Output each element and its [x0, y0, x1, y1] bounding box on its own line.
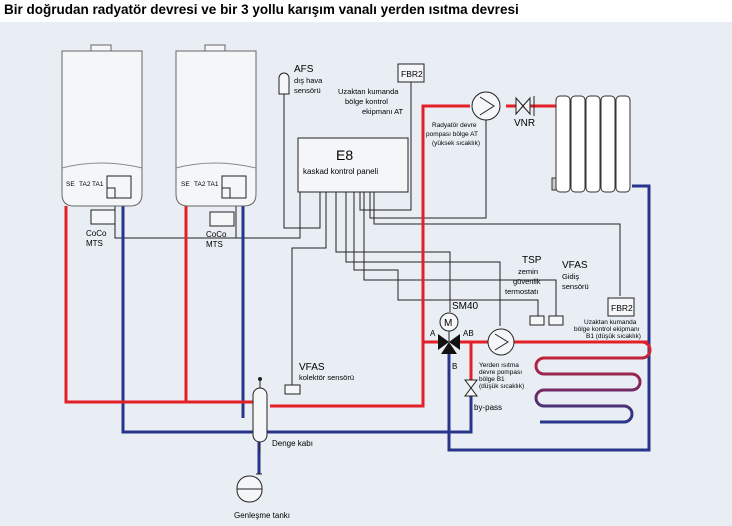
boiler1-terminal-se: SE: [66, 181, 75, 188]
radiator-pump-line3: (yüksek sıcaklık): [432, 140, 480, 147]
tsp-line2: güvenlik: [513, 277, 541, 286]
vfas-supply-wire: [363, 192, 557, 316]
valve-port-ab: AB: [463, 329, 474, 338]
floor-pump-line1: Yerden ısıtma: [479, 362, 519, 369]
fbr-bottom: FBR2 Uzaktan kumanda bölge kontrol ekipm…: [574, 297, 641, 340]
floor-pump: Yerden ısıtma devre pompası bölge B1 (dü…: [479, 328, 524, 390]
floor-heating-coil: [530, 340, 652, 424]
expansion-tank: Genleşme tankı: [234, 473, 290, 520]
vnr-label: VNR: [514, 118, 535, 129]
fbr-bottom-label: FBR2: [611, 303, 633, 313]
main-return-pipe: [447, 184, 651, 452]
radiator-pump-line2: pompası bölge AT: [426, 131, 478, 138]
boiler2-terminal-se: SE: [181, 181, 190, 188]
control-wiring: [114, 82, 621, 385]
floor-pump-line4: (düşük sıcaklık): [479, 383, 524, 390]
afs-sensor: AFS dış hava sensörü: [278, 64, 323, 95]
balance-tank-label: Denge kabı: [272, 439, 313, 448]
title-bar: Bir doğrudan radyatör devresi ve bir 3 y…: [0, 0, 732, 22]
sm40-label: SM40: [452, 301, 479, 312]
e8-controller: E8 kaskad kontrol paneli: [297, 137, 409, 193]
vnr-valve: VNR: [514, 96, 535, 129]
afs-wire: [283, 94, 321, 229]
vfas-collector-sensor: VFAS kolektör sensörü: [284, 362, 354, 395]
fbr-top-line1: Uzaktan kumanda: [338, 87, 399, 96]
mixing-valve: SM40 M A AB B: [430, 301, 479, 371]
sm40-wire: [335, 192, 451, 312]
tsp-line1: zemin: [518, 267, 538, 276]
fbr-top-label: FBR2: [401, 69, 423, 79]
boiler1-terminal-ta1: TA1: [92, 181, 104, 188]
boiler1-coco-label: CoCo: [86, 229, 107, 238]
afs-line1: dış hava: [294, 76, 323, 85]
fbr-top-wire: [359, 82, 412, 211]
cold-pipes: [121, 184, 651, 474]
balance-tank: Denge kabı: [252, 377, 313, 452]
boiler-2: SE TA2 TA1 CoCo MTS: [175, 44, 257, 249]
vfas-supply-line2: sensörü: [562, 282, 589, 291]
fbr-bottom-wire: [373, 192, 621, 296]
boiler1-coco-module: [90, 209, 116, 225]
e8-name: E8: [336, 147, 353, 163]
boiler1-return-pipe: [121, 206, 262, 434]
valve-port-b: B: [452, 362, 457, 371]
vfas-collector-line1: kolektör sensörü: [299, 373, 354, 382]
vfas-collector-wire: [291, 192, 327, 385]
boiler-1: SE TA2 TA1 CoCo MTS: [61, 44, 143, 248]
boiler2-coco-label: CoCo: [206, 230, 227, 239]
tsp-wire: [353, 192, 539, 316]
boiler1-mts-label: MTS: [86, 239, 103, 248]
bypass-label: by-pass: [474, 403, 502, 412]
afs-line2: sensörü: [294, 86, 321, 95]
tsp-thermostat: TSP zemin güvenlik termostatı: [505, 255, 545, 326]
boiler2-terminal-ta2: TA2: [194, 181, 206, 188]
vfas-supply-line1: Gidiş: [562, 272, 579, 281]
boiler1-supply-pipe: [64, 206, 255, 404]
boiler1-terminal-ta2: TA2: [79, 181, 91, 188]
valve-motor-label: M: [444, 318, 452, 329]
floor-pump-line2: devre pompası: [479, 369, 522, 376]
fbr-bottom-line1: Uzaktan kumanda: [584, 319, 637, 326]
fbr-top: FBR2 Uzaktan kumanda bölge kontrol ekipm…: [338, 63, 425, 116]
radiator-pump-line1: Radyatör devre: [432, 122, 477, 129]
vfas-collector-name: VFAS: [299, 362, 325, 373]
bypass-return-pipe: [449, 396, 473, 434]
afs-name: AFS: [294, 64, 314, 75]
fbr-top-line2: bölge kontrol: [345, 97, 388, 106]
boiler2-terminal-ta1: TA1: [207, 181, 219, 188]
tsp-name: TSP: [522, 255, 542, 266]
valve-port-a: A: [430, 329, 436, 338]
bypass-valve: by-pass: [464, 379, 502, 412]
fbr-bottom-line2: bölge kontrol ekipmanı: [574, 326, 640, 333]
expansion-tank-label: Genleşme tankı: [234, 511, 290, 520]
collector-supply-pipe: [270, 104, 470, 408]
floor-pump-line3: bölge B1: [479, 376, 505, 383]
tsp-line3: termostatı: [505, 287, 538, 296]
fbr-top-line3: ekipmanı AT: [362, 107, 404, 116]
boiler2-coco-module: [209, 211, 235, 227]
fbr-bottom-line3: B1 (düşük sıcaklık): [586, 333, 641, 340]
radiator-pump-wire: [369, 116, 487, 219]
radiator-pump: Radyatör devre pompası bölge AT (yüksek …: [426, 91, 501, 147]
boiler2-mts-label: MTS: [206, 240, 223, 249]
diagram-title: Bir doğrudan radyatör devresi ve bir 3 y…: [4, 2, 519, 17]
vfas-supply-name: VFAS: [562, 260, 588, 271]
radiator: [551, 95, 631, 193]
vfas-supply-sensor: VFAS Gidiş sensörü: [548, 260, 589, 326]
e8-desc: kaskad kontrol paneli: [303, 167, 378, 176]
